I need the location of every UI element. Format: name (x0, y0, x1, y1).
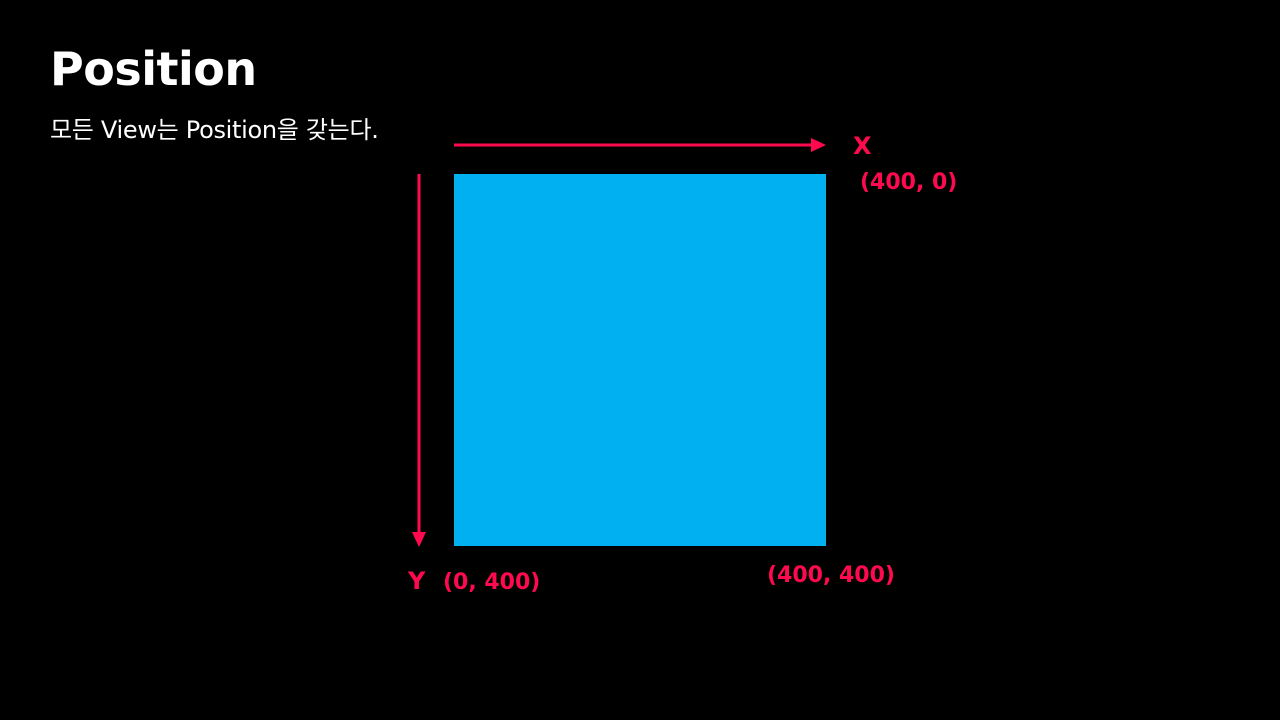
corner-bottom-left-label: (0, 400) (443, 570, 540, 595)
slide-title: Position (50, 42, 257, 96)
view-rect (454, 174, 826, 546)
corner-top-right-label: (400, 0) (860, 170, 957, 195)
x-axis-label: X (853, 132, 872, 160)
corner-bottom-right-label: (400, 400) (767, 563, 895, 588)
y-axis-label: Y (407, 567, 426, 595)
slide-subtitle: 모든 View는 Position을 갖는다. (50, 116, 379, 144)
x-axis-arrow (454, 138, 826, 152)
y-axis-arrow (412, 174, 426, 547)
